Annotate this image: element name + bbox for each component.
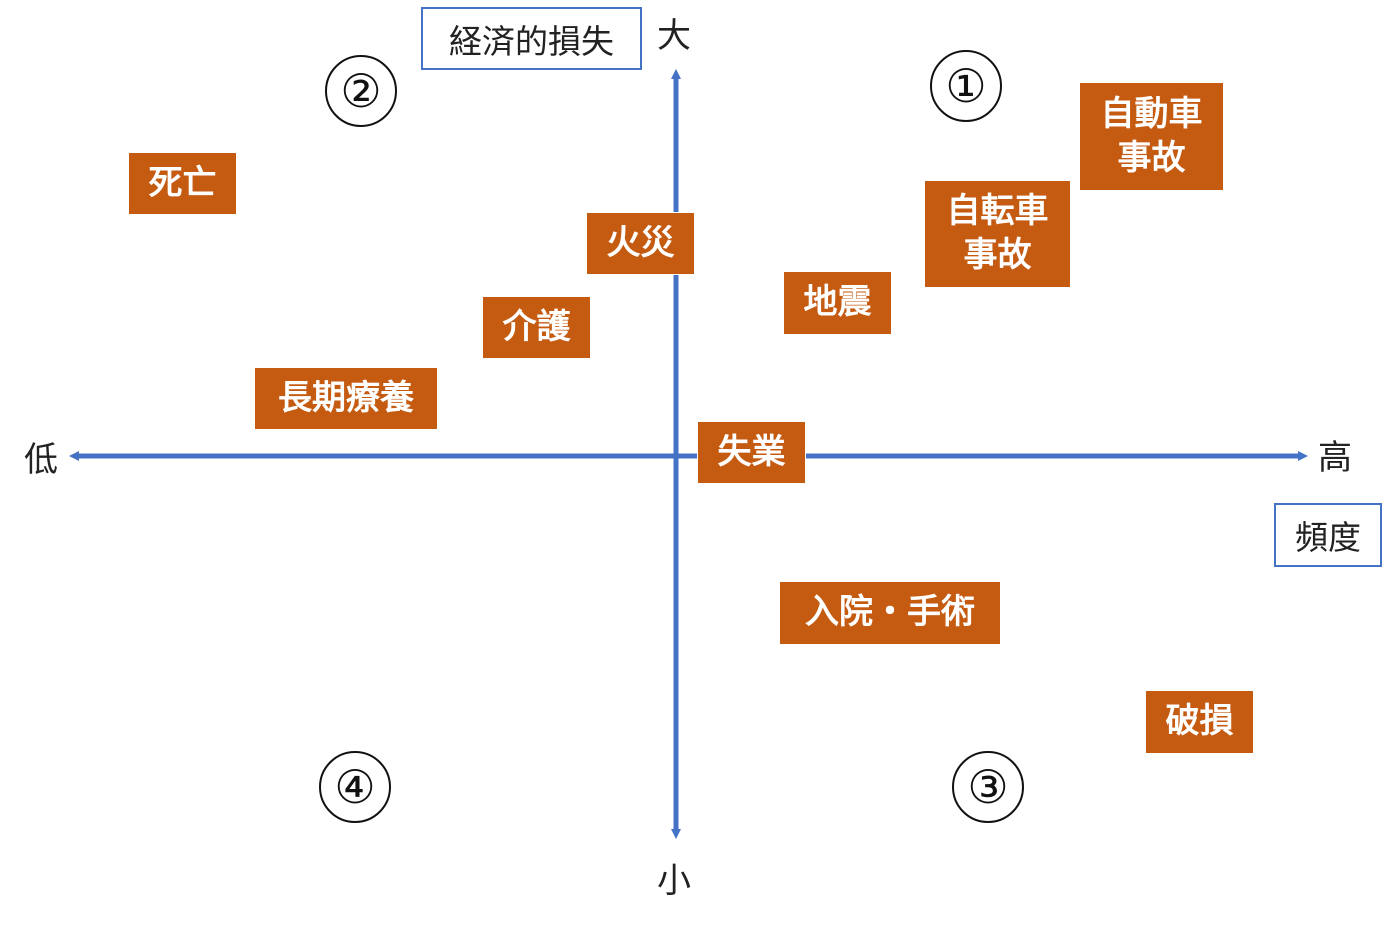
risk-unemployment: 失業 [697, 421, 806, 484]
risk-death: 死亡 [128, 152, 237, 215]
y-axis-title: 経済的損失 [421, 7, 642, 70]
x-axis-high-label: 高 [1318, 438, 1352, 478]
y-axis-high-label: 大 [657, 16, 691, 56]
risk-car-accident: 自動車 事故 [1079, 82, 1224, 191]
risk-damage: 破損 [1145, 690, 1254, 754]
quadrant-3-marker: ③ [952, 751, 1024, 823]
risk-fire: 火災 [586, 212, 695, 275]
x-axis-title: 頻度 [1274, 503, 1382, 567]
quadrant-2-marker: ② [325, 55, 397, 127]
risk-hospital-surgery: 入院・手術 [779, 581, 1001, 645]
x-axis-low-label: 低 [24, 440, 58, 480]
quadrant-4-marker: ④ [319, 751, 391, 823]
quadrant-1-marker: ① [930, 50, 1002, 122]
risk-nursing-care: 介護 [482, 296, 591, 359]
risk-bicycle-accident: 自転車 事故 [924, 180, 1071, 288]
risk-long-term-care: 長期療養 [254, 367, 438, 430]
risk-earthquake: 地震 [783, 271, 892, 335]
y-axis-low-label: 小 [657, 861, 691, 901]
